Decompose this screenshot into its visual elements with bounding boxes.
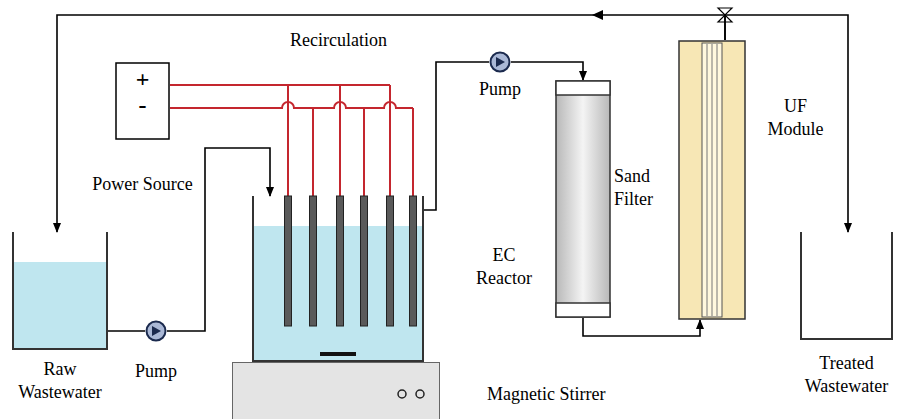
polarity-sign: + — [115, 64, 170, 94]
sand-filter-shape — [555, 80, 611, 318]
component-label: Pump — [479, 78, 521, 101]
polarity-sign: - — [115, 90, 170, 120]
flow-line — [583, 318, 700, 336]
component-label: UF Module — [758, 95, 833, 140]
component-label: EC Reactor — [469, 244, 539, 289]
pump-symbol-shape — [145, 320, 167, 342]
component-label: Raw Wastewater — [10, 358, 110, 403]
pump-symbol: Pump — [489, 51, 511, 73]
component-label: Sand Filter — [614, 165, 669, 210]
component-label: Pump — [135, 360, 177, 383]
magnetic-stirrer: Magnetic Stirrer — [232, 362, 440, 419]
ec-reactor: EC Reactor — [252, 196, 424, 362]
uf-module: UF Module — [678, 40, 746, 320]
sand-filter: Sand Filter — [555, 80, 611, 318]
negative-wire — [313, 108, 413, 196]
component-label: Power Source — [92, 173, 192, 196]
component-label: Treated Wastewater — [792, 352, 902, 397]
component-label: Magnetic Stirrer — [487, 383, 605, 406]
magnetic-stirrer-shape — [232, 362, 440, 419]
treated-beaker-shape — [800, 232, 893, 340]
edge-label: Recirculation — [288, 29, 389, 52]
negative-wire — [170, 102, 413, 108]
raw-beaker: Raw Wastewater — [12, 232, 108, 350]
pump-symbol: Pump — [145, 320, 167, 342]
ec-reactor-shape — [252, 196, 424, 362]
flow-line — [511, 62, 583, 80]
raw-beaker-shape — [12, 232, 108, 350]
flow-line — [108, 330, 145, 332]
pump-symbol-shape — [489, 51, 511, 73]
power-source: +-Power Source — [115, 62, 170, 140]
treated-beaker: Treated Wastewater — [800, 232, 893, 340]
uf-module-shape — [678, 40, 746, 320]
